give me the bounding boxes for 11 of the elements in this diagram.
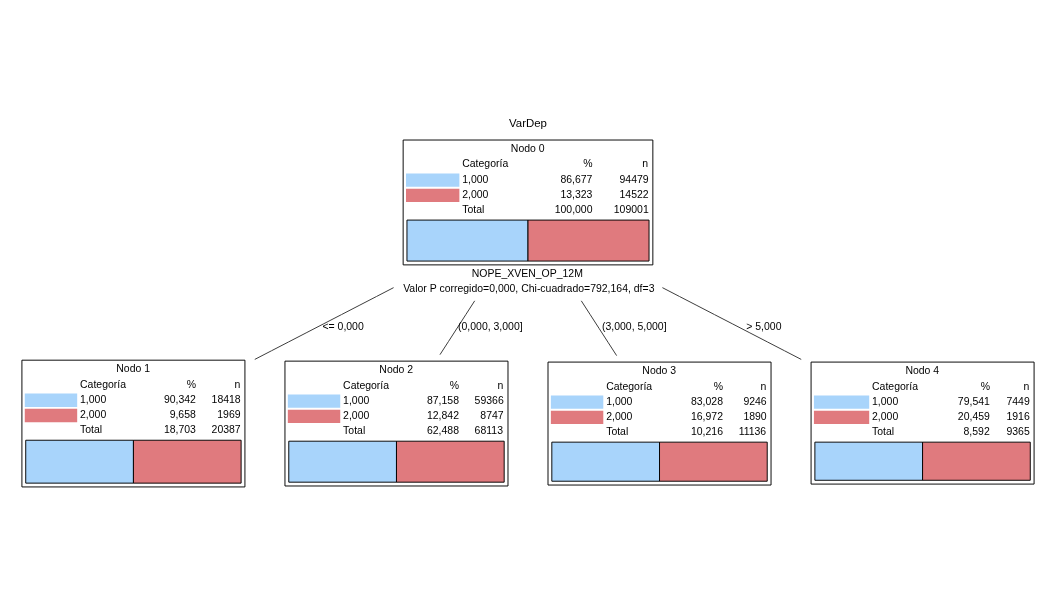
connector bbox=[661, 286, 802, 360]
diagram-title: VarDep bbox=[509, 116, 547, 129]
edge-label: > 5,000 bbox=[746, 320, 782, 332]
node-label: NOPE_XVEN_OP_12M bbox=[471, 267, 583, 279]
node-label: Valor P corregido=0,000, Chi-cuadrado=792,164, df=3 bbox=[403, 282, 655, 294]
connector bbox=[439, 299, 476, 355]
edge-label: (0,000, 3,000] bbox=[458, 320, 523, 332]
edge-label: <= 0,000 bbox=[322, 320, 364, 332]
connector bbox=[580, 299, 618, 356]
connector bbox=[254, 286, 395, 360]
edge-label: (3,000, 5,000] bbox=[601, 320, 667, 332]
